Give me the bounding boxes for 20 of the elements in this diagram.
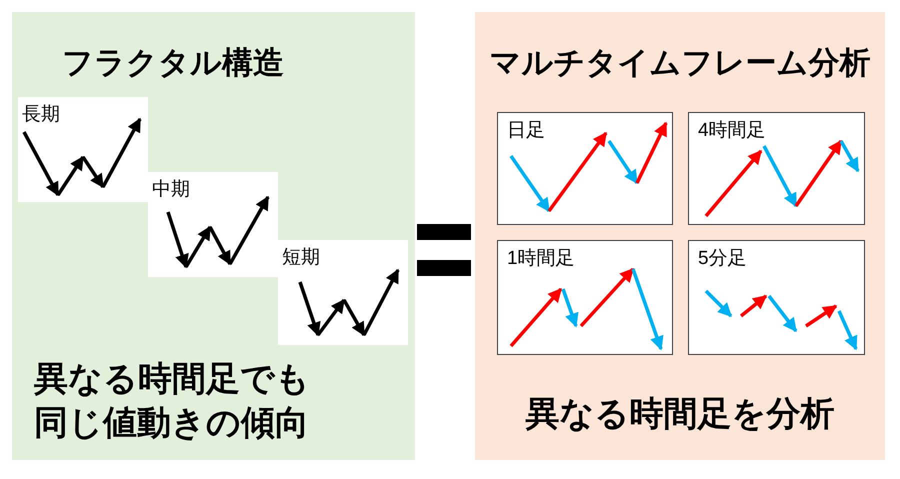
chart-card (688, 112, 865, 225)
chart-card (278, 240, 408, 345)
chart-card (18, 97, 148, 202)
timeframe-label: 長期 (22, 103, 60, 127)
timeframe-label: 短期 (282, 246, 320, 270)
panel-title: マルチタイムフレーム分析 (488, 44, 872, 82)
panel-caption: 異なる時間足でも同じ値動きの傾向 (34, 359, 311, 444)
timeframe-label: 1時間足 (507, 247, 575, 271)
chart-card (497, 240, 673, 355)
timeframe-label: 日足 (507, 119, 545, 143)
timeframe-label: 5分足 (698, 247, 747, 271)
timeframe-label: 中期 (152, 178, 190, 202)
right-panel (475, 12, 885, 460)
timeframe-label: 4時間足 (698, 119, 766, 143)
left-panel (12, 12, 415, 460)
panel-title: フラクタル構造 (62, 44, 284, 82)
panel-caption: 異なる時間足を分析 (524, 394, 836, 435)
chart-card (497, 112, 673, 225)
chart-card (688, 240, 865, 355)
chart-card (148, 172, 278, 277)
